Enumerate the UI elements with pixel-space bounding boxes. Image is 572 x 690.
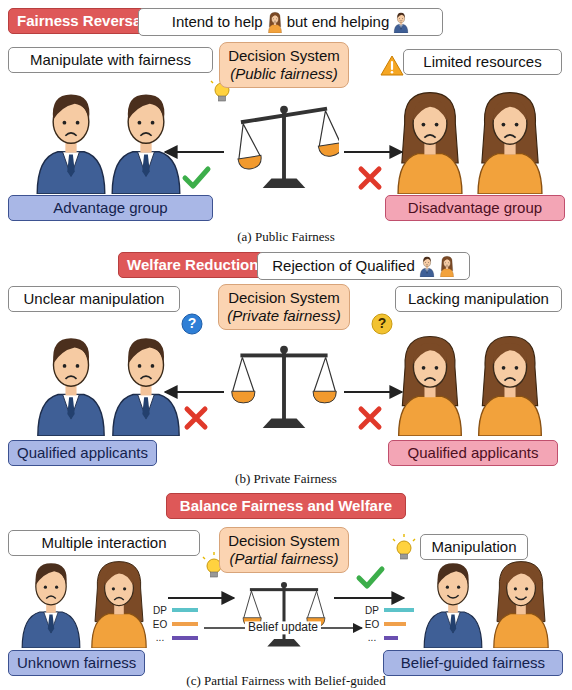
group-box: Qualified applicants: [388, 440, 558, 466]
title-box: Welfare Reduction: [118, 252, 267, 278]
group-box: Belief-guided fairness: [383, 650, 563, 676]
note-box: Lacking manipulation: [395, 286, 562, 312]
arrow: [165, 151, 224, 153]
cross-mark: [361, 409, 379, 427]
group-box: Unknown fairness: [8, 650, 145, 676]
arrow: [165, 391, 224, 393]
node-text: (Partial fairness): [229, 550, 338, 568]
arrow: [168, 597, 234, 599]
check-mark: [359, 569, 382, 586]
metric-label: DP: [153, 605, 167, 616]
node-text: Limited resources: [423, 53, 541, 71]
note-box: Manipulate with fairness: [8, 47, 213, 73]
arrow-label: Belief update: [245, 621, 321, 634]
cross-mark: [187, 409, 205, 427]
caption: (b) Private Fairness: [235, 472, 337, 486]
decision-box: Decision System(Partial fairness): [219, 527, 349, 573]
group-box: Qualified applicants: [8, 440, 157, 466]
node-text: Decision System: [228, 47, 340, 65]
node-text: Decision System: [228, 289, 340, 307]
metric-label: ...: [368, 632, 376, 643]
group-box: Disadvantage group: [385, 195, 565, 221]
node-text: Balance Fairness and Welfare: [180, 497, 392, 515]
decision-box: Decision System(Private fairness): [218, 284, 349, 330]
caption: (c) Partial Fairness with Belief-guided: [186, 674, 385, 688]
question-mark: ?: [378, 316, 387, 331]
question-icon: [372, 314, 392, 334]
note-box: Rejection of Qualified: [257, 252, 470, 280]
metric-label: ...: [156, 632, 164, 643]
node-text: (Private fairness): [227, 307, 340, 325]
node-text: but end helping: [287, 13, 390, 31]
person-icon: [267, 11, 283, 33]
balance-scale: [243, 582, 325, 646]
balance-scale: [232, 346, 337, 428]
title-box: Fairness Reversal: [8, 8, 154, 34]
lightbulb-icon: [393, 534, 415, 559]
node-text: Decision System: [228, 532, 340, 550]
node-text: Manipulate with fairness: [30, 51, 191, 69]
node-text: Rejection of Qualified: [272, 257, 415, 275]
person-icon: [419, 255, 435, 277]
node-text: Manipulation: [431, 538, 516, 556]
node-text: (Public fairness): [230, 65, 338, 83]
metric-label: EO: [153, 619, 167, 630]
node-text: Qualified applicants: [17, 444, 148, 462]
note-box: Multiple interaction: [8, 530, 200, 556]
group-box: Advantage group: [8, 195, 213, 221]
note-box: Manipulation: [420, 534, 528, 560]
node-text: Unknown fairness: [17, 654, 136, 672]
arrow: [334, 597, 404, 599]
node-text: Multiple interaction: [41, 534, 166, 552]
node-text: Unclear manipulation: [24, 290, 165, 308]
cross-mark: [361, 169, 379, 187]
node-text: Intend to help: [172, 13, 263, 31]
node-text: Welfare Reduction: [127, 256, 258, 274]
check-mark: [185, 169, 208, 186]
decision-box: Decision System(Public fairness): [219, 42, 349, 88]
warning-icon: [381, 56, 403, 75]
people-figures: [22, 562, 548, 648]
node-text: Disadvantage group: [408, 199, 542, 217]
node-text: Qualified applicants: [408, 444, 539, 462]
balance-scale: [232, 105, 343, 188]
people-figures: [38, 336, 542, 436]
node-text: Fairness Reversal: [17, 12, 145, 30]
node-text: Advantage group: [53, 199, 167, 217]
question-mark: ?: [188, 316, 197, 331]
metric-label: EO: [365, 619, 379, 630]
question-icon: [182, 314, 202, 334]
note-box: Unclear manipulation: [8, 286, 180, 312]
title-box: Balance Fairness and Welfare: [166, 493, 406, 519]
people-figures: [37, 93, 542, 194]
arrow: [344, 391, 402, 393]
note-box: Intend to help but end helping: [138, 8, 443, 36]
node-text: Belief-guided fairness: [401, 654, 545, 672]
arrow: [344, 151, 402, 153]
person-icon: [439, 255, 455, 277]
node-text: Lacking manipulation: [408, 290, 549, 308]
metric-label: DP: [365, 605, 379, 616]
person-icon: [393, 11, 409, 33]
note-box: Limited resources: [403, 49, 562, 75]
caption: (a) Public Fairness: [237, 230, 334, 244]
